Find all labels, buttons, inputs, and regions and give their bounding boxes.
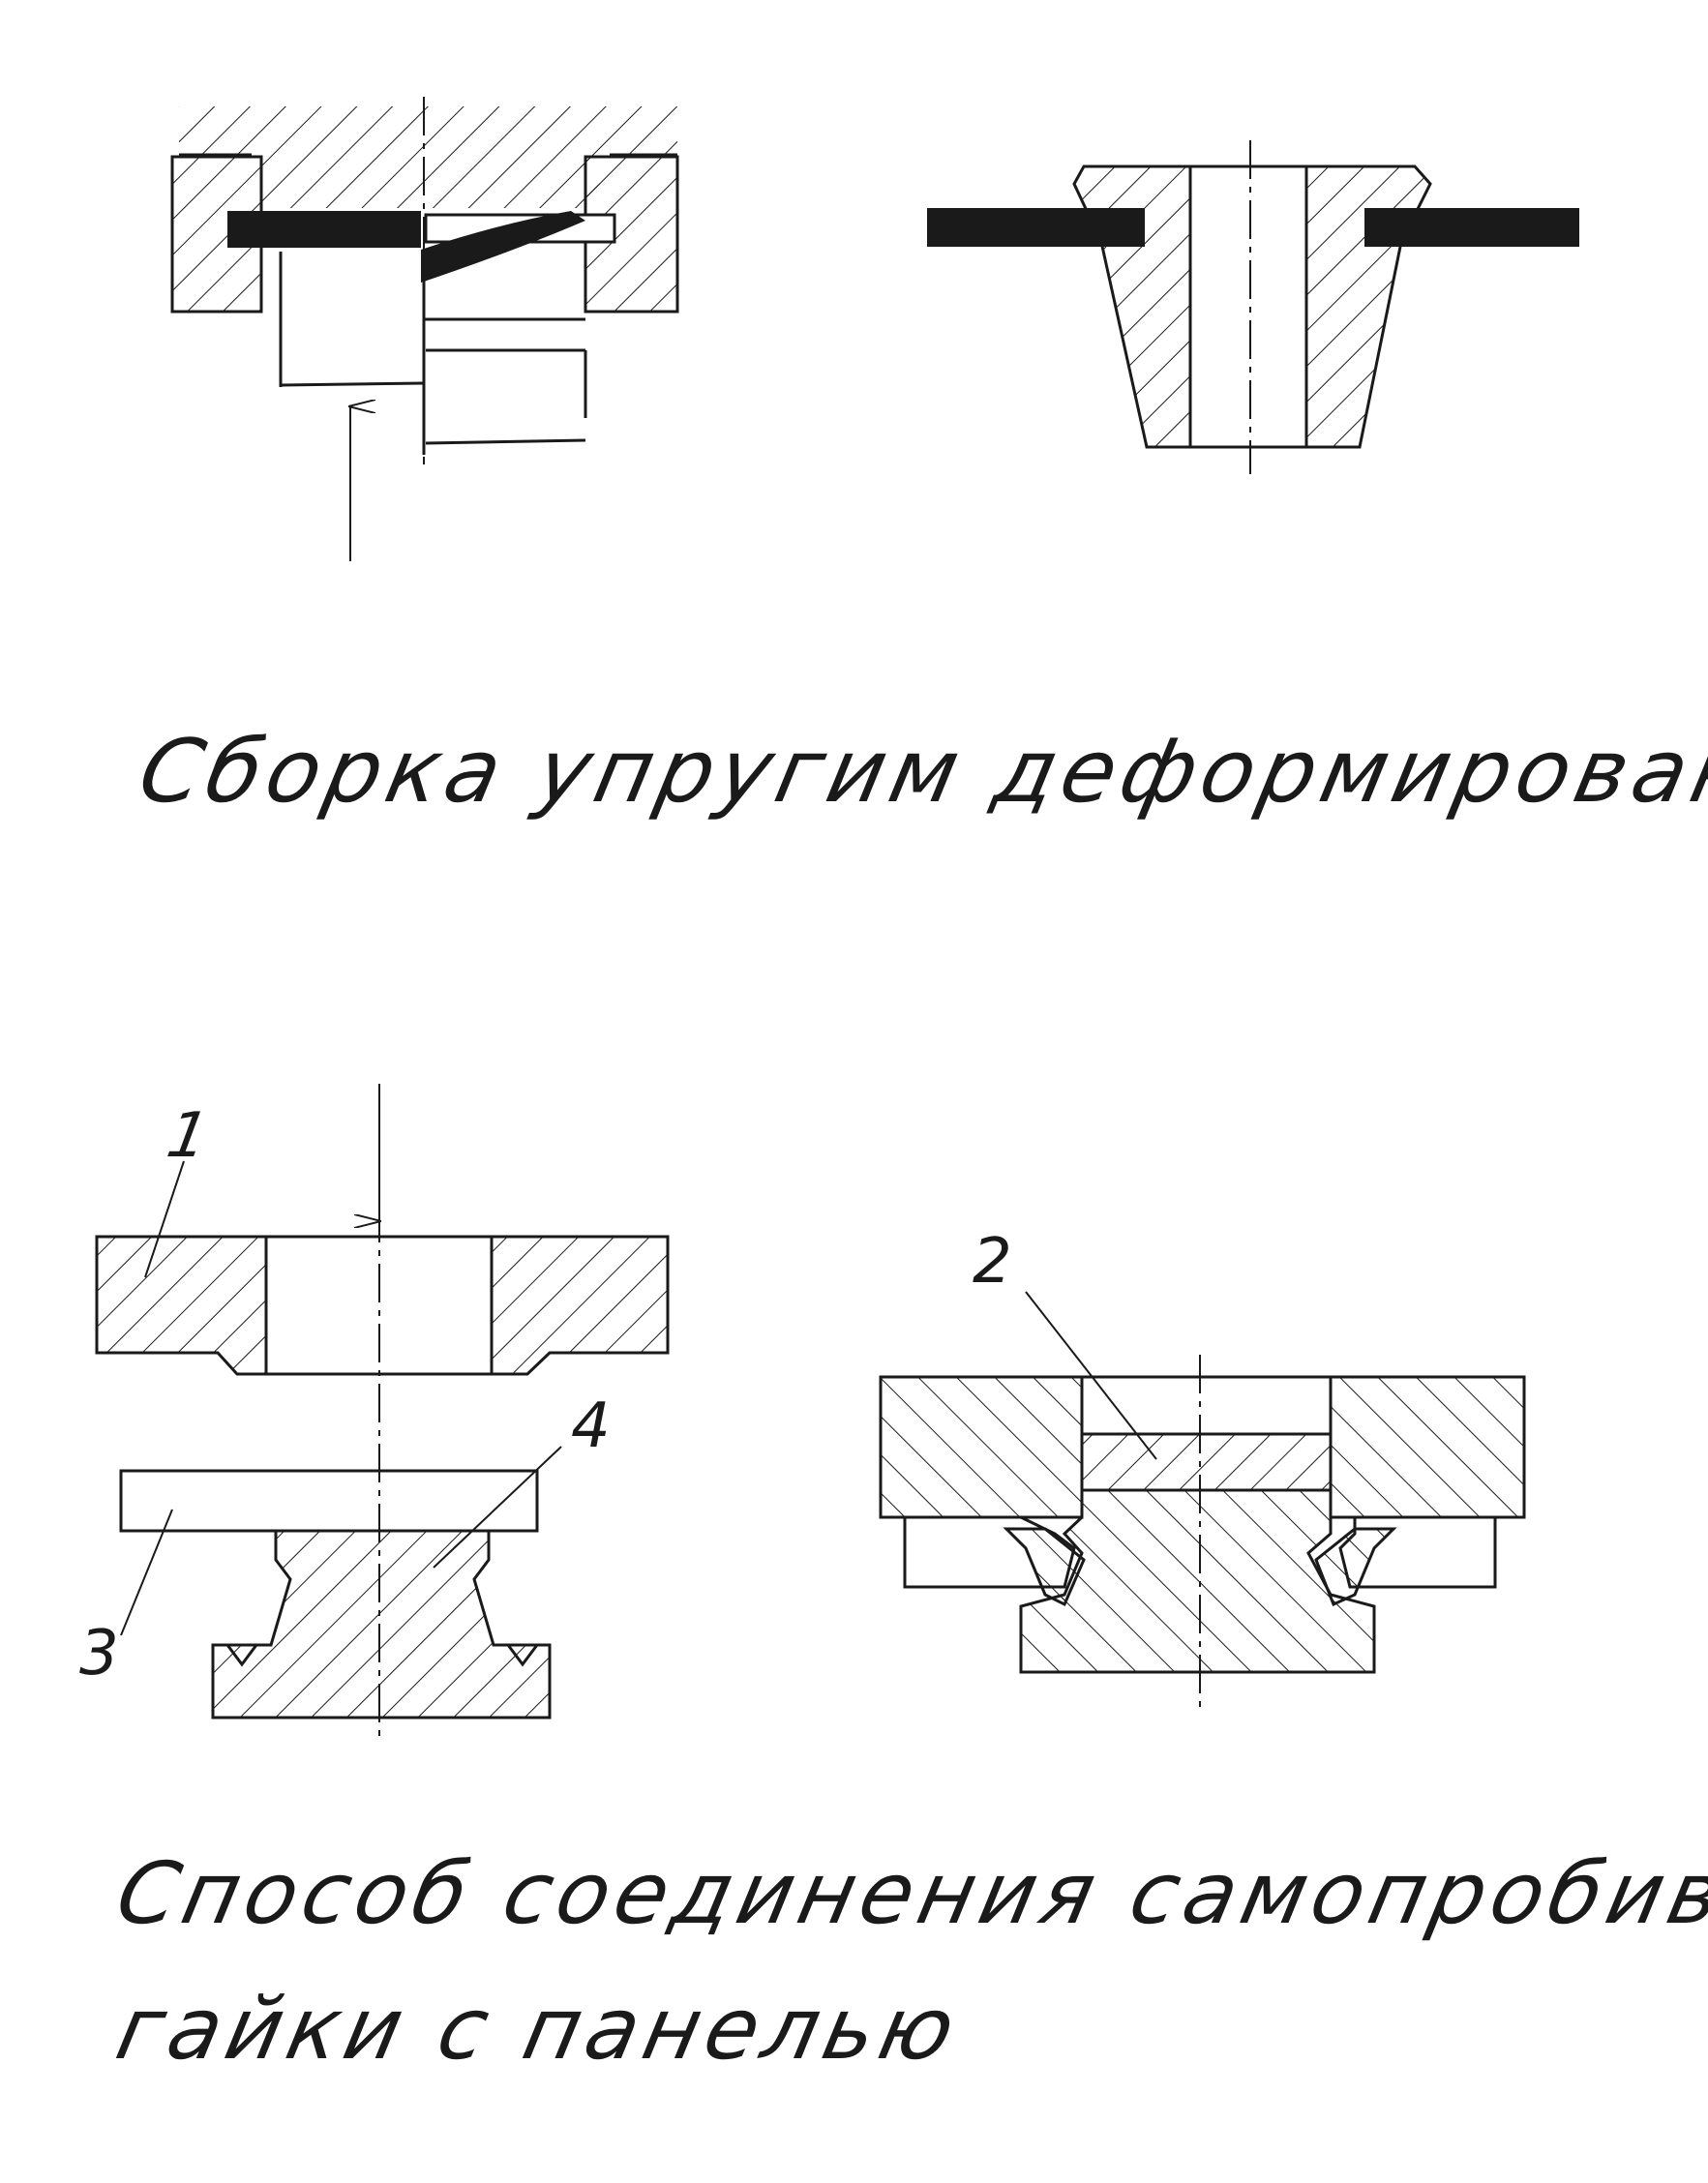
callout-4: 4	[571, 1391, 611, 1462]
caption-elastic-assembly: Сборка упругим деформированием	[131, 721, 1708, 822]
leader-3	[120, 1509, 173, 1636]
fig-elastic-assembly-tool	[170, 97, 679, 561]
nut-skirt-left	[1003, 1527, 1086, 1607]
punch-left	[95, 1235, 268, 1376]
panel-sheet-left	[927, 208, 1145, 247]
upper-tool-left	[879, 1375, 1084, 1519]
callout-2: 2	[973, 1226, 1012, 1298]
caption-self-piercing-line1: Способ соединения самопробивающей	[108, 1843, 1708, 1943]
nut-skirt-right	[1314, 1527, 1397, 1607]
spring-washer-deformed	[421, 211, 585, 283]
die	[211, 1529, 552, 1719]
nut-body	[1019, 1488, 1376, 1674]
upper-tool-right	[1329, 1375, 1526, 1519]
fig-elastic-assembly-nut	[927, 140, 1579, 474]
fig-self-piercing-before	[95, 1084, 670, 1742]
callout-3: 3	[79, 1618, 119, 1690]
leader-2	[1025, 1291, 1157, 1460]
leader-1	[144, 1160, 185, 1278]
spring-washer-flat	[227, 211, 421, 248]
upper-die-lower	[261, 155, 600, 208]
caption-self-piercing-line2: гайки с панелью	[108, 1979, 970, 2078]
fig-self-piercing-after	[879, 1291, 1526, 1713]
leader-4	[433, 1446, 562, 1569]
punch-right	[490, 1235, 670, 1376]
pierced-slug	[1080, 1432, 1333, 1492]
callout-1: 1	[162, 1099, 214, 1171]
upper-die-body	[179, 106, 677, 155]
panel-sheet	[119, 1469, 539, 1533]
panel-sheet-right	[1364, 208, 1579, 247]
